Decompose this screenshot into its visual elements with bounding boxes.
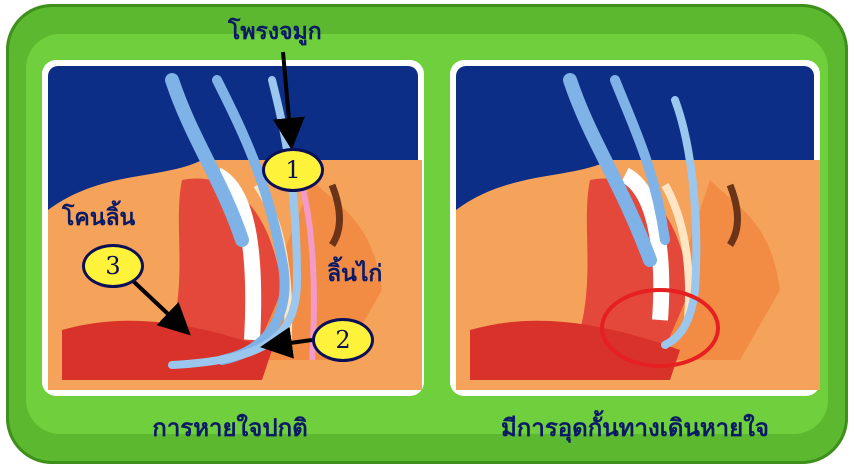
caption-obstructed-airway: มีการอุดกั้นทางเดินหายใจ bbox=[470, 408, 800, 447]
badge-1: 1 bbox=[262, 148, 324, 192]
caption-normal-breathing: การหายใจปกติ bbox=[120, 408, 340, 447]
arrow-to-uvula bbox=[268, 340, 312, 346]
badge-2: 2 bbox=[312, 318, 374, 362]
label-uvula: ลิ้นไก่ bbox=[327, 256, 382, 292]
arrow-to-tongue-base bbox=[132, 280, 185, 330]
label-tongue-base: โคนลิ้น bbox=[62, 200, 135, 236]
badge-3: 3 bbox=[82, 244, 144, 288]
label-nasal-cavity: โพรงจมูก bbox=[228, 14, 322, 50]
arrow-to-nasal bbox=[283, 52, 291, 142]
